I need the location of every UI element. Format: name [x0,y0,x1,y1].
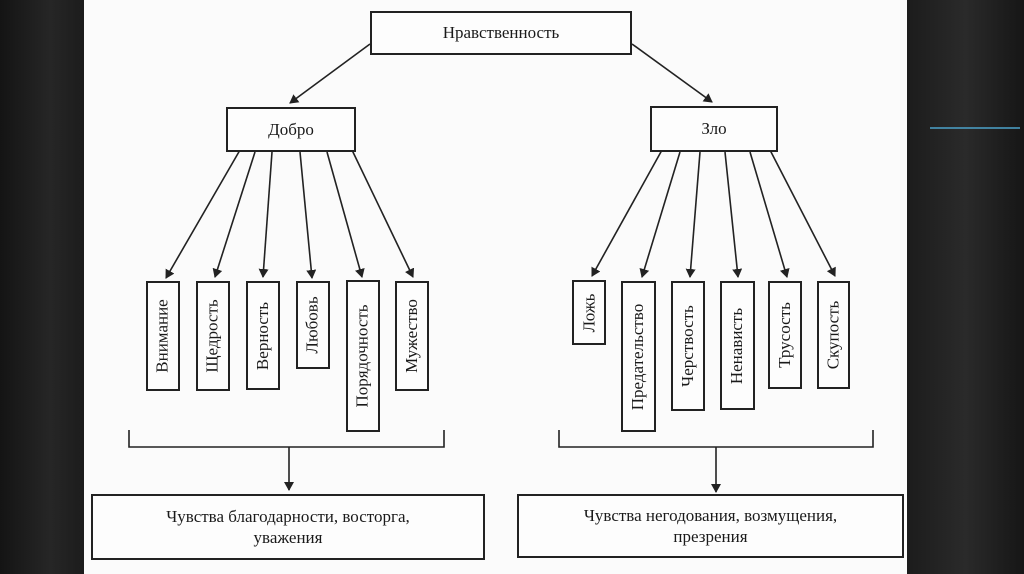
result-line: Чувства благодарности, восторга, [166,507,410,526]
result-line: уважения [253,528,323,547]
arrow-good-to-quality [326,151,365,278]
quality-label: Трусость [775,302,794,368]
quality-node: Мужество [395,281,429,391]
quality-label: Внимание [153,299,172,373]
result-line: презрения [673,527,748,546]
quality-label: Верность [253,301,273,370]
quality-node: Трусость [768,281,802,389]
arrow-root-to-good [289,43,371,104]
bracket-evil [558,430,874,448]
quality-label: Ненависть [727,307,747,384]
quality-label: Предательство [628,303,648,410]
quality-label: Скупость [823,300,843,370]
arrow-evil-to-quality [685,151,701,278]
quality-label: Черствость [678,305,698,387]
arrow-evil-to-quality [769,149,836,277]
result-node-good: Чувства благодарности, восторга, уважени… [91,494,485,560]
quality-node: Черствость [671,281,705,411]
quality-node: Предательство [621,281,656,432]
quality-node: Порядочность [346,280,380,432]
root-label: Нравственность [442,23,560,42]
quality-node: Ложь [572,280,606,345]
quality-node: Щедрость [196,281,230,391]
quality-label: Порядочность [353,304,373,408]
quality-label: Любовь [303,296,323,354]
quality-node: Скупость [817,281,850,389]
quality-label: Мужество [402,299,421,373]
arrow-good-to-quality [351,149,415,278]
quality-node: Любовь [296,281,330,369]
decorative-accent-line [930,127,1020,129]
arrow-evil-to-quality [749,151,790,278]
branch-label-evil: Зло [701,119,727,138]
dark-background-right [907,0,1024,574]
arrow-evil-to-quality [724,151,743,278]
dark-background-left [0,0,84,574]
branch-node-good: Добро [226,107,356,152]
result-line: Чувства негодования, возмущения, [583,506,838,525]
root-node: Нравственность [370,11,632,55]
arrow-evil-to-quality [591,149,663,277]
branch-node-evil: Зло [650,106,778,152]
quality-node: Ненависть [720,281,755,410]
arrow-good-to-quality [165,149,241,279]
arrow-good-to-quality [258,151,273,278]
quality-node: Внимание [146,281,180,391]
bracket-good [128,430,445,448]
branch-label-good: Добро [268,119,314,139]
quality-label: Щедрость [203,299,222,373]
quality-node: Верность [246,281,280,390]
quality-label: Ложь [579,293,598,332]
arrow-evil-to-quality [639,151,681,278]
arrow-good-to-quality [212,151,256,278]
arrow-root-to-evil [631,43,713,103]
arrow-good-to-quality [299,151,317,279]
result-node-evil: Чувства негодования, возмущения, презрен… [517,494,904,558]
